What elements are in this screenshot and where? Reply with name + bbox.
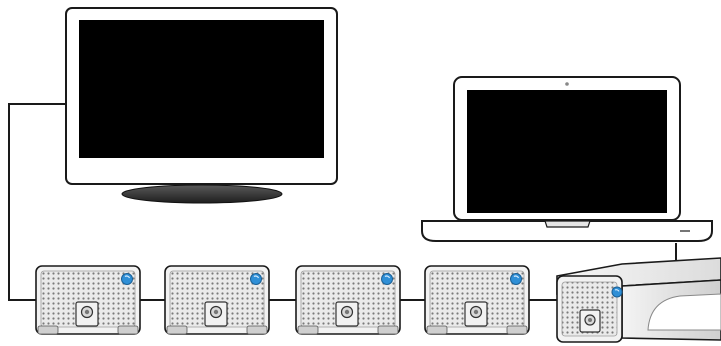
laptop-icon (422, 77, 712, 241)
hard-drive-icon (296, 266, 400, 334)
hard-drive-icon (36, 266, 140, 334)
hard-drive-icon (165, 266, 269, 334)
hard-drive-icon (425, 266, 529, 334)
hard-drive-icon (557, 258, 721, 342)
monitor-icon (66, 8, 337, 203)
